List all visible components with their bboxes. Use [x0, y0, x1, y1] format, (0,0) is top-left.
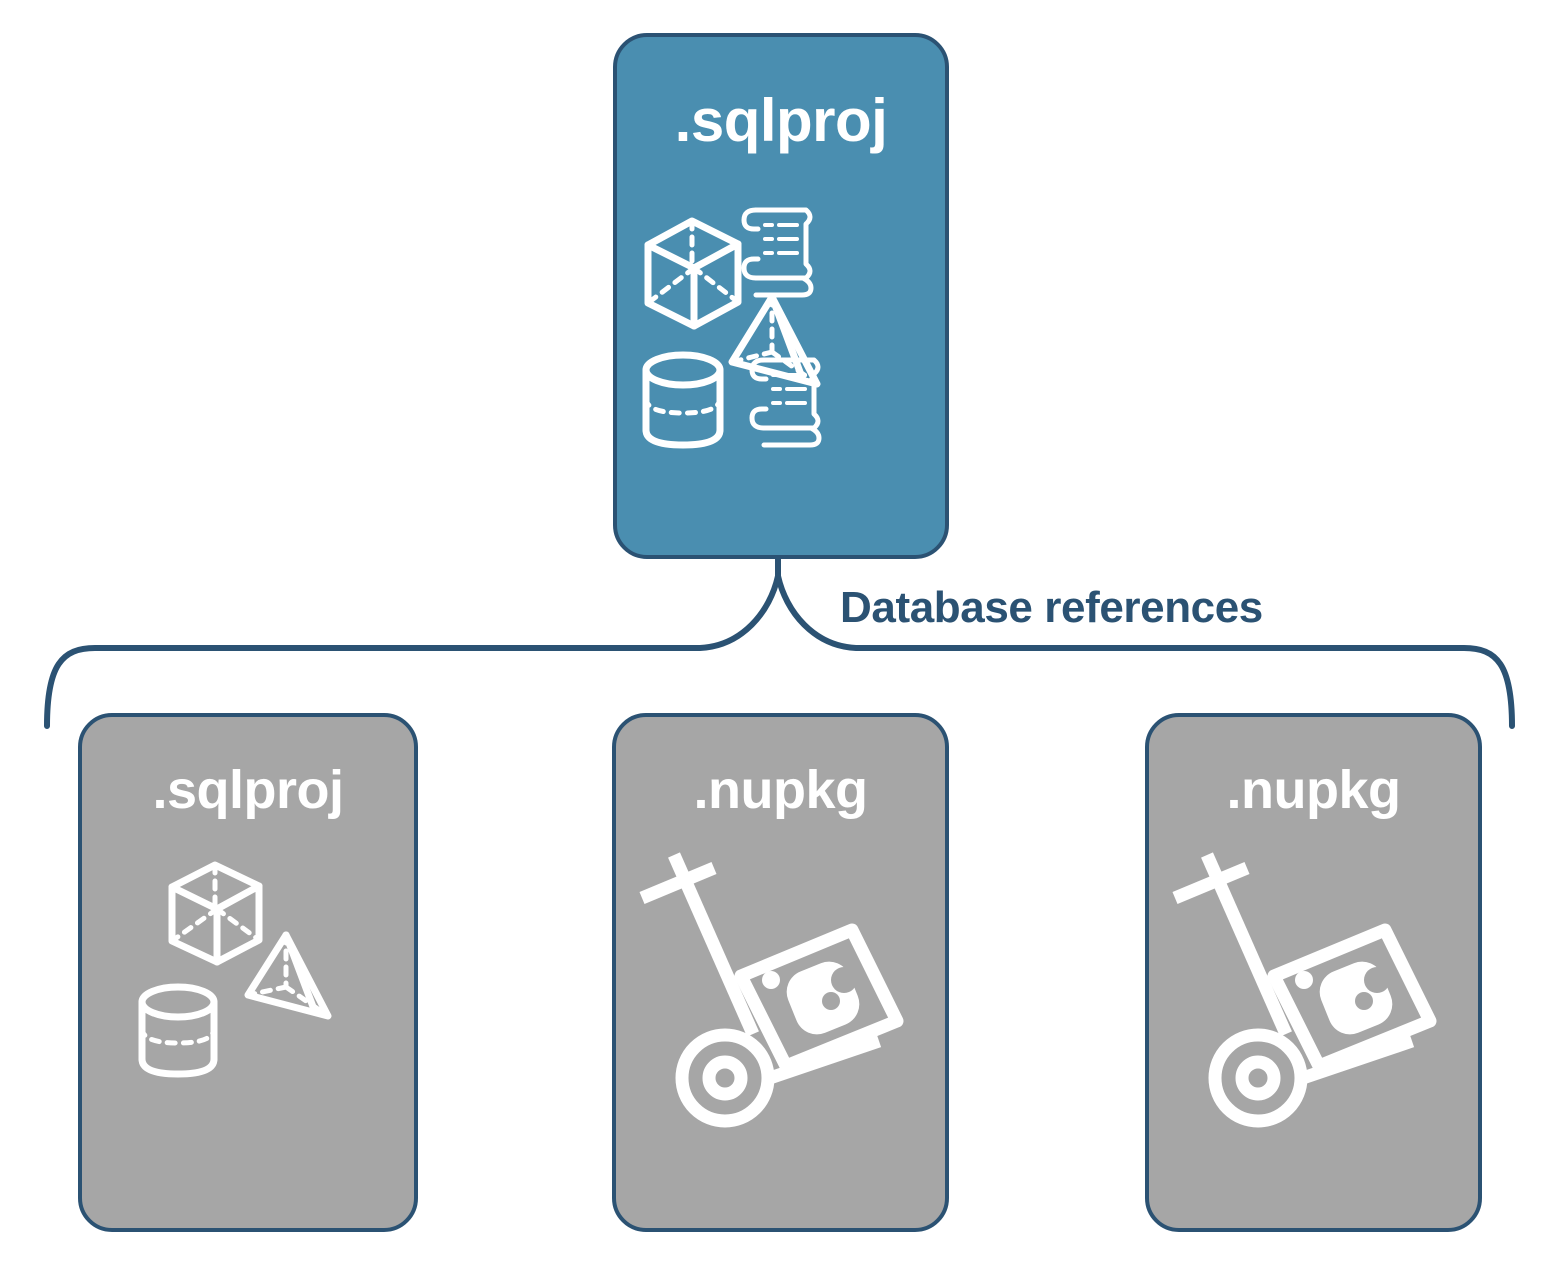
hand-truck-wheel [1208, 1028, 1308, 1128]
brace-left-arm [44, 573, 781, 729]
nuget-package-outer-dot [762, 971, 780, 989]
card-title-reference-1: .nupkg [693, 760, 868, 820]
node-card-reference-nupkg-1[interactable]: .nupkg [612, 713, 949, 1232]
card-title-root: .sqlproj [674, 87, 888, 154]
hand-truck-package-icon [1172, 852, 1437, 1087]
reference-sqlproj-icon-group [138, 861, 332, 1078]
nuget-package-dots [822, 967, 857, 1010]
root-icon-group [642, 207, 822, 449]
reference-nupkg-1-artwork [616, 837, 945, 1137]
cylinder-database-icon [138, 983, 218, 1078]
hand-truck-package-icon [639, 852, 904, 1087]
script-scroll-icon [741, 207, 814, 298]
nuget-package-outer-dot [1295, 971, 1313, 989]
card-title-reference-2: .nupkg [1226, 760, 1401, 820]
root-card-artwork [617, 192, 945, 462]
pyramid-wireframe-icon [728, 293, 821, 388]
card-title-reference-0: .sqlproj [152, 760, 344, 820]
hand-truck-icon-group-2 [1172, 852, 1437, 1128]
cylinder-database-icon [642, 351, 724, 449]
pyramid-wireframe-icon [244, 931, 332, 1020]
reference-nupkg-2-artwork [1149, 837, 1478, 1137]
reference-sqlproj-artwork [82, 857, 414, 1087]
node-card-reference-sqlproj[interactable]: .sqlproj [78, 713, 418, 1232]
script-scroll-icon [749, 357, 822, 448]
brace-label-database-references: Database references [840, 583, 1263, 632]
hand-truck-wheel [675, 1028, 775, 1128]
cube-wireframe-icon [168, 861, 263, 966]
node-card-reference-nupkg-2[interactable]: .nupkg [1145, 713, 1482, 1232]
hand-truck-icon-group-1 [639, 852, 904, 1128]
cube-wireframe-icon [644, 217, 742, 330]
nuget-package-dots [1355, 967, 1390, 1010]
node-card-root-sqlproj[interactable]: .sqlproj [613, 33, 949, 559]
